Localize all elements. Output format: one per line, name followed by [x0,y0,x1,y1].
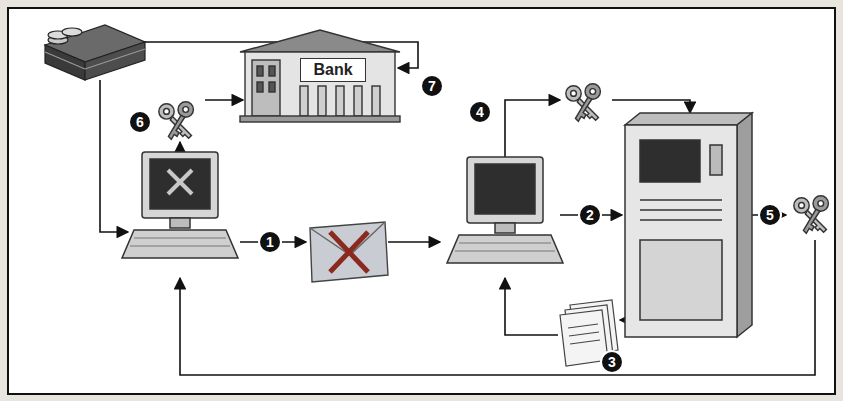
money-to-pc-arrow [100,80,128,232]
flow-arrows [100,42,815,375]
bank-building [240,30,400,122]
bank-sign: Bank [300,58,366,82]
sent-keys [794,196,829,233]
pc-to-keys-arrow [505,100,560,160]
user-computer [447,157,563,263]
callout-number: 2 [578,203,602,227]
bank-label: Bank [313,61,352,79]
frame [8,8,835,394]
infected-computer [122,152,238,258]
user-keys [566,84,601,121]
callout-number: 1 [258,230,282,254]
infection-mark [168,170,192,194]
callout-number: 5 [758,203,782,227]
phishing-email [310,222,388,282]
server [625,113,752,337]
keys-to-bank-arrow [205,99,243,101]
callout-number: 3 [600,350,624,374]
keys-to-server-arrow [612,100,690,113]
callout-number: 4 [468,100,492,124]
callout-number: 6 [128,110,152,134]
stolen-keys [159,102,194,139]
mail-to-pc-arrow [388,241,440,243]
pc-to-keys-arrow [179,142,181,148]
document-to-pc-arrow [505,278,558,335]
money-stack [45,25,145,80]
callout-number: 7 [420,74,444,98]
